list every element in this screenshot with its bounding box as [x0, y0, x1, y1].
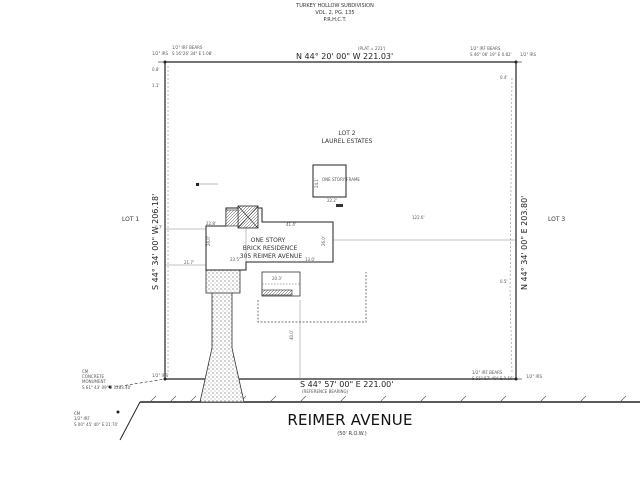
se-iron-label: 1/2" IRS [526, 374, 543, 379]
nw-iron-label: 1/2" IRS [152, 51, 169, 56]
rear-fence [257, 272, 367, 323]
south-bearing: S 44° 57' 00" E 221.00' [300, 380, 394, 389]
dim-23-5: 23.5' [230, 257, 241, 262]
ne-iron-label: 1/2" IRS [520, 52, 537, 57]
lot-2-label: LOT 2 [338, 130, 356, 137]
nw-bears-label: 1/2" IRF BEARS [172, 45, 203, 50]
se-bears-label: 1/2" IRF BEARS [472, 370, 503, 375]
se-bears-bearing: S 55° 57' 40" E 0.56' [472, 376, 514, 381]
subdivision-volume: VOL. 2, PG. 135 [315, 10, 355, 16]
dim-26-0-east: 26.0' [321, 235, 326, 246]
subdivision-records: P.R.H.C.T. [323, 17, 347, 23]
dim-0-7: 0.7' [155, 225, 163, 230]
street-row: (50' R.O.W.) [337, 431, 367, 437]
dim-0-8: 0.8' [152, 67, 160, 72]
corner-markers [108, 60, 518, 414]
driveway [199, 291, 245, 403]
shed-step [336, 204, 343, 207]
lot-1-label: LOT 1 [122, 216, 140, 223]
cm-bearing: S 61° 43' 09" E 1283.40' [82, 385, 132, 390]
reference-line [114, 378, 166, 388]
chimney-block [225, 209, 239, 227]
street-name: REIMER AVENUE [287, 411, 413, 429]
residence-stories: ONE STORY [250, 237, 286, 244]
subdivision-title: TURKEY HOLLOW SUBDIVISION [296, 3, 374, 9]
utility-fixture [196, 183, 199, 186]
cm2-iron-label: 1/2" IRF [74, 416, 90, 421]
shed-label: ONE STORY FRAME [322, 177, 360, 182]
dim-20-3: 20.3' [272, 276, 283, 281]
south-reference-note: (REFERENCE BEARING) [302, 389, 349, 394]
cm2-bearing: S 00° 45' 40" E 21.70' [74, 422, 119, 427]
dim-40-0: 40.0' [289, 329, 294, 340]
north-bearing: N 44° 20' 00" W 221.03' [296, 52, 394, 61]
dim-13-0: 13.0' [305, 257, 316, 262]
deck-stairs [261, 289, 293, 296]
dim-0-4: 0.4' [500, 75, 508, 80]
lot-3-label: LOT 3 [548, 216, 566, 223]
north-plat-note: (PLAT = 221') [358, 46, 386, 51]
sw-iron-label: 1/2" IRS [152, 373, 169, 378]
cm-concrete-label: CONCRETE [82, 374, 105, 379]
dim-22-2: 22.2' [327, 198, 338, 203]
nw-bears-bearing: S 16°26' 34" E 1.08' [172, 51, 213, 56]
cm-label: CM [82, 369, 89, 374]
ne-bears-bearing: S 46° 06' 19" E 0.82' [470, 52, 512, 57]
dim-41-4: 41.4' [286, 222, 297, 227]
dim-26-0: 26.0' [206, 235, 211, 246]
residence-type: BRICK RESIDENCE [242, 245, 298, 252]
cm2-label: CM [74, 411, 81, 416]
dim-22-8: 22.8' [206, 221, 217, 226]
dim-1-1: 1.1' [152, 83, 160, 88]
laurel-estates-label: LAUREL ESTATES [321, 138, 373, 145]
dim-0-5: 0.5' [500, 279, 508, 284]
street-curb-left [119, 401, 141, 441]
dimension-lines [165, 226, 516, 379]
west-bearing: S 44° 34' 00" W 206.18' [151, 193, 160, 290]
dim-24-1: 24.1' [314, 177, 319, 188]
ne-bears-label: 1/2" IRF BEARS [470, 46, 501, 51]
residence-address: 305 REIMER AVENUE [239, 253, 303, 260]
fence-line-east [509, 77, 513, 373]
dim-21-7: 21.7' [184, 260, 195, 265]
east-bearing: N 44° 34' 00" E 203.80' [520, 195, 529, 290]
cm-monument-label: MONUMENT [82, 379, 106, 384]
porch-diag-2 [237, 205, 259, 229]
dim-122-6: 122.6' [412, 215, 425, 220]
shed [312, 164, 347, 198]
